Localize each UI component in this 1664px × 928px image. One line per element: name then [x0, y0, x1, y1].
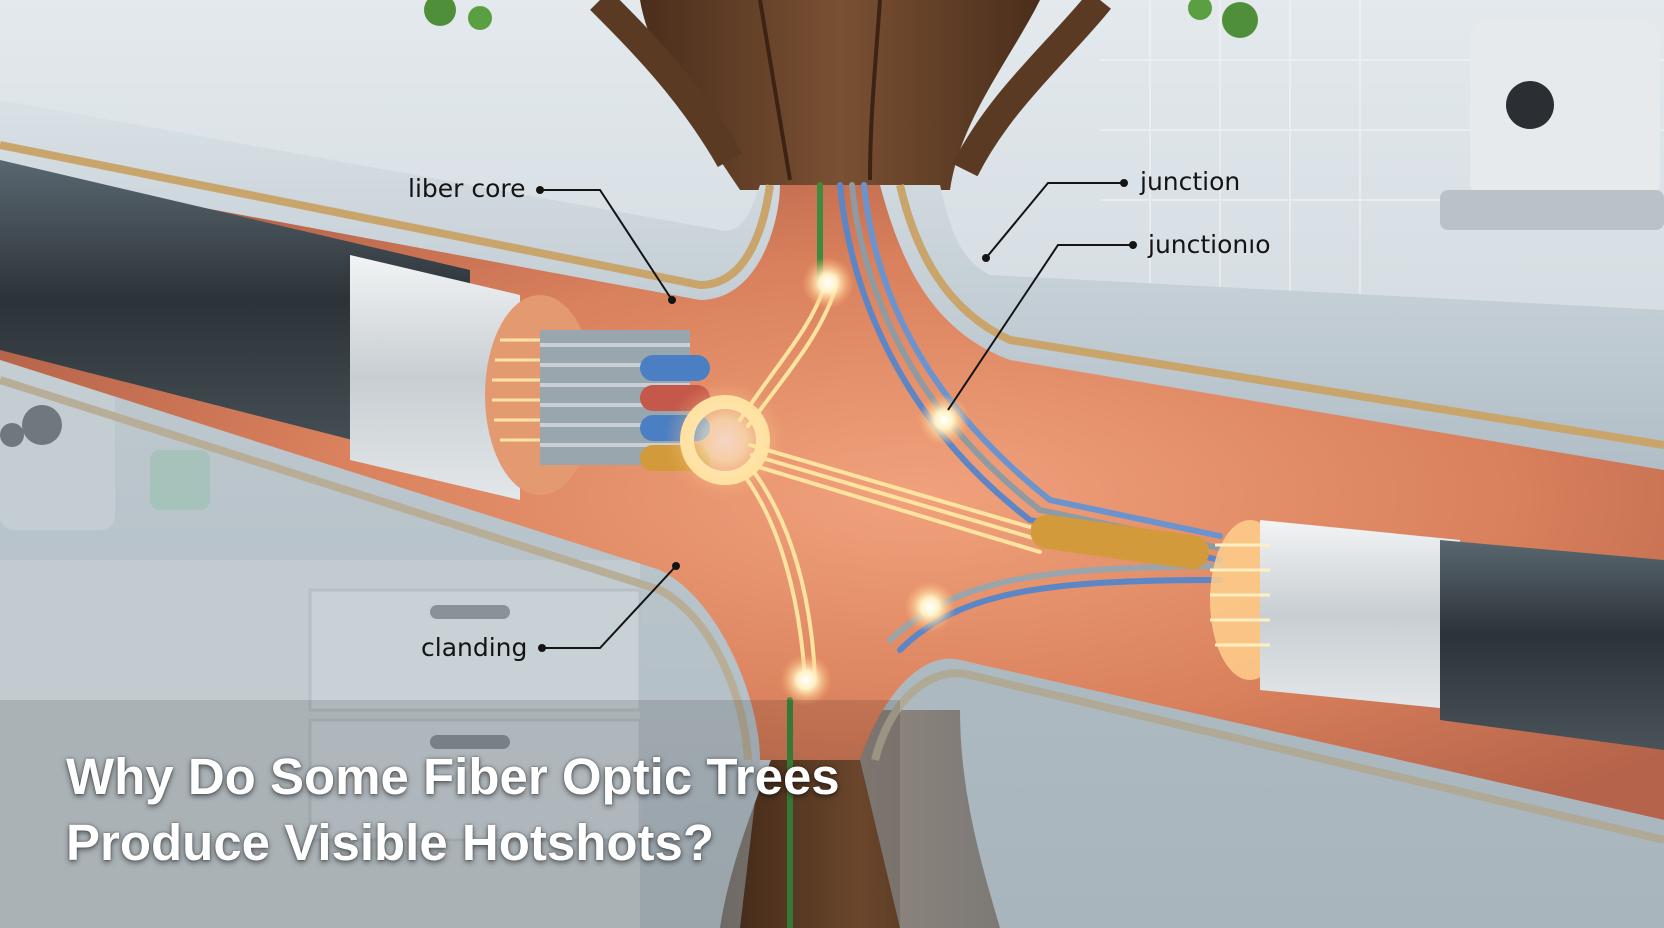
- label-junction-second: junctionıo: [1148, 230, 1271, 259]
- headline: Why Do Some Fiber Optic Trees Produce Vi…: [66, 744, 966, 876]
- label-fiber-core: liber core: [408, 174, 526, 203]
- headline-line-2: Produce Visible Hotshots?: [66, 814, 715, 871]
- label-junction: junction: [1140, 167, 1241, 196]
- label-cladding: clanding: [421, 633, 528, 662]
- headline-line-1: Why Do Some Fiber Optic Trees: [66, 748, 840, 805]
